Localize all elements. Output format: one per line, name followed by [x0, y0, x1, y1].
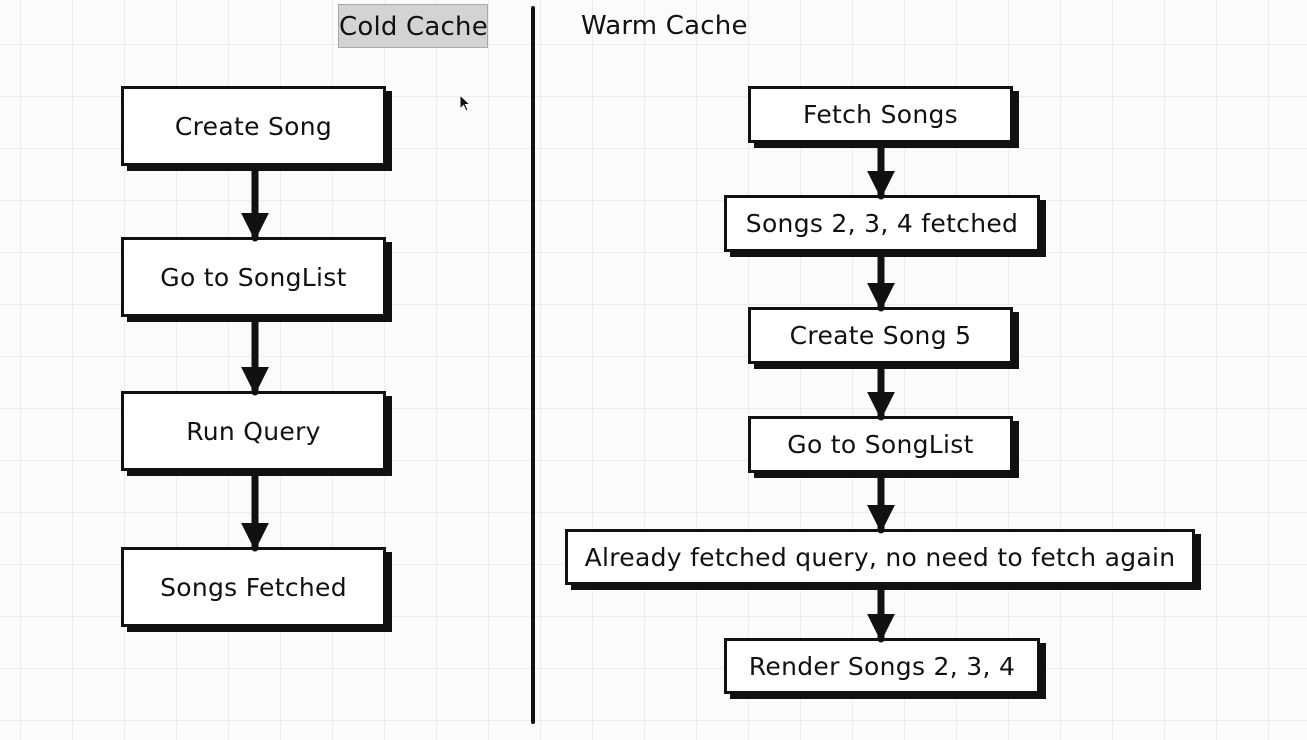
cold-step-go-to-songlist: Go to SongList	[121, 237, 386, 317]
warm-step-create-song-5: Create Song 5	[748, 307, 1013, 364]
warm-step-render-songs: Render Songs 2, 3, 4	[724, 638, 1040, 694]
cold-step-create-song: Create Song	[121, 86, 386, 166]
warm-cache-title: Warm Cache	[581, 11, 748, 41]
step-label: Create Song 5	[789, 321, 972, 350]
mouse-pointer-icon	[459, 94, 472, 112]
step-label: Go to SongList	[160, 262, 347, 292]
step-label: Create Song	[174, 111, 333, 141]
warm-step-fetch-songs: Fetch Songs	[748, 86, 1013, 143]
step-label: Fetch Songs	[803, 100, 958, 129]
step-label: Run Query	[186, 416, 321, 446]
step-label: Songs Fetched	[160, 572, 347, 602]
cold-step-run-query: Run Query	[121, 391, 386, 471]
step-label: Render Songs 2, 3, 4	[748, 651, 1016, 681]
step-label: Already fetched query, no need to fetch …	[584, 542, 1176, 572]
column-divider	[531, 6, 535, 724]
step-label: Go to SongList	[787, 430, 974, 459]
cold-step-songs-fetched: Songs Fetched	[121, 547, 386, 627]
warm-step-go-to-songlist: Go to SongList	[748, 416, 1013, 473]
cold-cache-title: Cold Cache	[338, 4, 488, 48]
step-label: Songs 2, 3, 4 fetched	[745, 209, 1019, 238]
